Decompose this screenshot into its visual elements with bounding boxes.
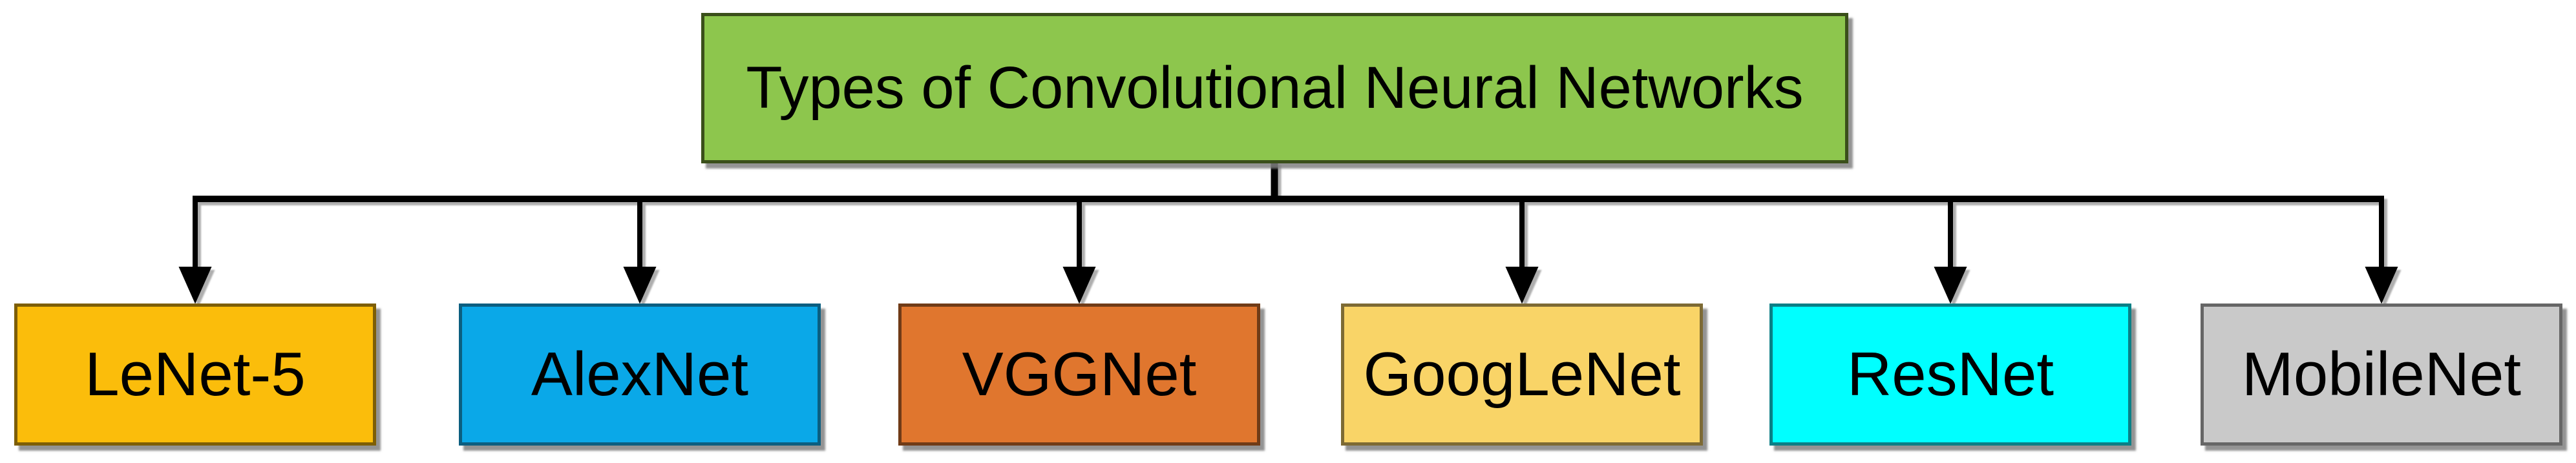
- arrowhead-1: [178, 267, 212, 304]
- child-node-label: ResNet: [1846, 340, 2054, 409]
- arrowhead-3: [1062, 267, 1096, 304]
- child-node-alexnet: AlexNet: [459, 304, 821, 446]
- child-node-label: GoogLeNet: [1363, 340, 1681, 409]
- child-node-resnet: ResNet: [1769, 304, 2131, 446]
- child-node-label: MobileNet: [2241, 340, 2522, 409]
- child-node-lenet5: LeNet-5: [14, 304, 376, 446]
- arrowhead-5: [1934, 267, 1967, 304]
- arrowhead-4: [1505, 267, 1539, 304]
- child-node-vggnet: VGGNet: [898, 304, 1260, 446]
- root-node-label: Types of Convolutional Neural Networks: [746, 55, 1804, 121]
- arrowhead-2: [623, 267, 657, 304]
- child-node-label: LeNet-5: [85, 340, 306, 409]
- child-node-label: VGGNet: [962, 340, 1197, 409]
- child-node-googlenet: GoogLeNet: [1341, 304, 1703, 446]
- child-node-mobilenet: MobileNet: [2201, 304, 2562, 446]
- child-node-label: AlexNet: [531, 340, 749, 409]
- arrowhead-6: [2365, 267, 2398, 304]
- root-node-cnn-types: Types of Convolutional Neural Networks: [701, 13, 1848, 163]
- tree-connectors: [178, 161, 2398, 304]
